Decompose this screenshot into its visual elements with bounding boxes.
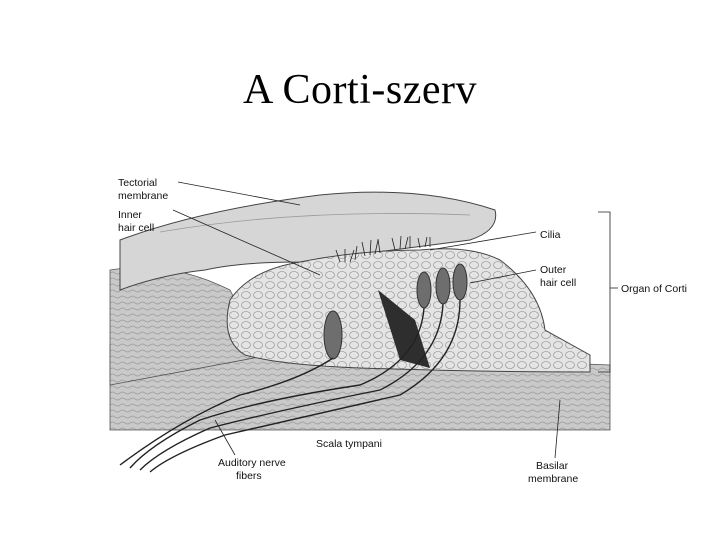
label-tectorial-membrane-1: Tectorial [118, 177, 157, 189]
label-organ-of-corti: Organ of Corti [621, 283, 687, 295]
outer-hair-cell-1 [417, 272, 431, 308]
label-outer-hair-cell-2: hair cell [540, 277, 576, 289]
label-cilia: Cilia [540, 229, 561, 241]
outer-hair-cell-2 [436, 268, 450, 304]
inner-hair-cell-body [324, 311, 342, 359]
label-auditory-nerve-fibers-1: Auditory nerve [218, 457, 286, 469]
label-basilar-membrane-1: Basilar [536, 460, 569, 472]
label-scala-tympani: Scala tympani [316, 438, 382, 450]
label-tectorial-membrane-2: membrane [118, 190, 168, 202]
label-basilar-membrane-2: membrane [528, 473, 578, 485]
outer-hair-cell-3 [453, 264, 467, 300]
label-outer-hair-cell-1: Outer [540, 264, 567, 276]
label-inner-hair-cell-1: Inner [118, 209, 142, 221]
label-auditory-nerve-fibers-2: fibers [236, 470, 262, 482]
label-inner-hair-cell-2: hair cell [118, 222, 154, 234]
